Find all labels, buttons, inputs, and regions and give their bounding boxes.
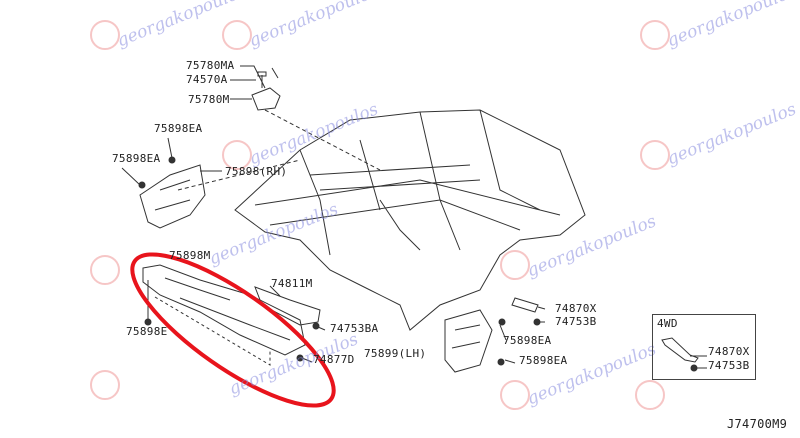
part-75898M xyxy=(142,264,306,356)
label-74753BA: 74753BA xyxy=(330,322,379,335)
fastener xyxy=(533,318,541,326)
dashed-guides xyxy=(154,296,271,366)
leader-lines xyxy=(121,65,707,369)
label-75898EA-left: 75898EA xyxy=(112,152,161,165)
highlight-ellipse xyxy=(130,252,336,408)
watermark-logo xyxy=(640,140,670,170)
floor-panel-ribs xyxy=(254,109,561,256)
watermark-logo xyxy=(500,380,530,410)
fastener xyxy=(144,318,152,326)
label-75898EA-r1: 75898EA xyxy=(503,334,552,347)
inset-label-74753B: 74753B xyxy=(708,359,750,372)
watermark-logo xyxy=(640,20,670,50)
label-75898EA-top: 75898EA xyxy=(154,122,203,135)
fastener xyxy=(497,358,505,366)
label-75898M: 75898M xyxy=(169,249,211,262)
label-74877D: 74877D xyxy=(313,353,355,366)
label-74753B: 74753B xyxy=(555,315,597,328)
part-75899LH xyxy=(444,309,493,373)
fasteners xyxy=(138,156,698,372)
inset-title: 4WD xyxy=(657,317,678,330)
label-75780M: 75780M xyxy=(188,93,230,106)
inset-label-74870X: 74870X xyxy=(708,345,750,358)
inset-strap-74870X xyxy=(661,337,699,363)
diagram-code: J74700M9 xyxy=(727,417,788,431)
fastener xyxy=(296,354,304,362)
inset-4wd xyxy=(652,314,756,380)
clip-parts xyxy=(257,67,279,88)
watermark-logo xyxy=(90,255,120,285)
watermark-logo xyxy=(500,250,530,280)
fastener xyxy=(168,156,176,164)
floor-panel-channels xyxy=(309,164,481,251)
label-75898E: 75898E xyxy=(126,325,168,338)
label-75898EA-r2: 75898EA xyxy=(519,354,568,367)
label-75899LH: 75899(LH) xyxy=(364,347,427,360)
label-74570A: 74570A xyxy=(186,73,228,86)
label-74811M: 74811M xyxy=(271,277,313,290)
fastener xyxy=(690,364,698,372)
fastener xyxy=(498,318,506,326)
watermark-logo xyxy=(90,370,120,400)
watermark-logo xyxy=(635,380,665,410)
fastener xyxy=(312,322,320,330)
watermark-logo xyxy=(90,20,120,50)
label-74870X: 74870X xyxy=(555,302,597,315)
part-75898RH xyxy=(139,164,206,229)
fastener xyxy=(138,181,146,189)
part-74870X xyxy=(511,297,539,313)
watermark-logo xyxy=(222,20,252,50)
label-75898RH: 75898(RH) xyxy=(225,165,288,178)
dashed-guides xyxy=(177,109,381,191)
bracket-75780M xyxy=(251,87,281,111)
label-75780MA: 75780MA xyxy=(186,59,235,72)
watermark-logo xyxy=(222,140,252,170)
